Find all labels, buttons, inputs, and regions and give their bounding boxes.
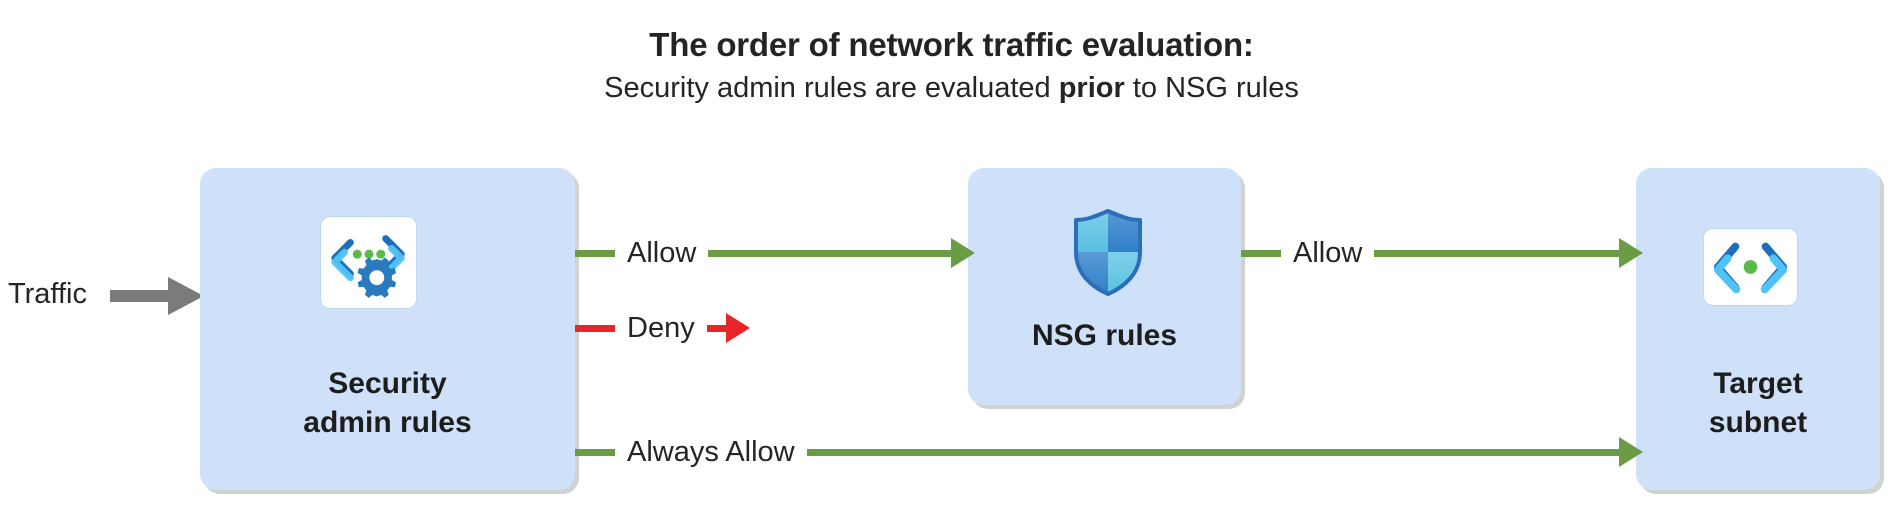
- flow-always-allow: Always Allow: [575, 432, 1643, 472]
- subtitle-after: to NSG rules: [1124, 72, 1299, 104]
- flow-deny: Deny: [575, 308, 750, 348]
- arrowhead-icon: [726, 313, 750, 343]
- node-label-line-1: Target: [1713, 367, 1803, 400]
- node-label-line-1: Security: [328, 367, 447, 400]
- node-label-line-2: admin rules: [303, 406, 472, 439]
- subtitle-before: Security admin rules are evaluated: [604, 72, 1059, 104]
- arrowhead-icon: [951, 238, 975, 268]
- flow-line-tail: [806, 448, 1620, 456]
- shield-icon: [1074, 209, 1142, 296]
- subtitle-emphasis: prior: [1058, 72, 1125, 104]
- code-gear-icon: [331, 235, 405, 298]
- node-security-admin-rules-label: Security admin rules: [200, 364, 575, 442]
- node-target-subnet-label: Target subnet: [1636, 364, 1880, 442]
- flow-line-lead: [575, 324, 615, 332]
- traffic-arrow-icon: [110, 277, 204, 315]
- traffic-label: Traffic: [8, 278, 87, 310]
- flow-line-tail: [1374, 249, 1620, 257]
- flow-line-lead: [575, 249, 615, 257]
- node-nsg-rules-label: NSG rules: [1031, 319, 1178, 352]
- flow-allow-to-nsg-label: Allow: [627, 236, 697, 269]
- page-title: The order of network traffic evaluation:: [649, 26, 1254, 63]
- page-subtitle: Security admin rules are evaluated prior…: [0, 72, 1903, 105]
- code-gear-icon-card: [320, 216, 417, 309]
- flow-line-lead: [575, 448, 615, 456]
- flow-line-tail: [708, 249, 952, 257]
- flow-allow-to-subnet-label: Allow: [1293, 236, 1363, 269]
- flow-always-allow-label: Always Allow: [627, 435, 795, 468]
- code-brackets-icon: [1713, 242, 1788, 294]
- code-brackets-icon-card: [1703, 228, 1798, 306]
- flow-line-tail: [706, 324, 727, 332]
- flow-allow-to-nsg: Allow: [575, 233, 975, 273]
- node-label-line-2: subnet: [1708, 406, 1808, 439]
- arrowhead-icon: [1619, 238, 1643, 268]
- flow-allow-to-subnet: Allow: [1241, 233, 1643, 273]
- arrowhead-icon: [1619, 437, 1643, 467]
- node-nsg-rules[interactable]: NSG rules: [968, 168, 1241, 405]
- node-target-subnet[interactable]: Target subnet: [1636, 168, 1880, 490]
- flow-line-lead: [1241, 249, 1281, 257]
- flow-deny-label: Deny: [627, 311, 695, 344]
